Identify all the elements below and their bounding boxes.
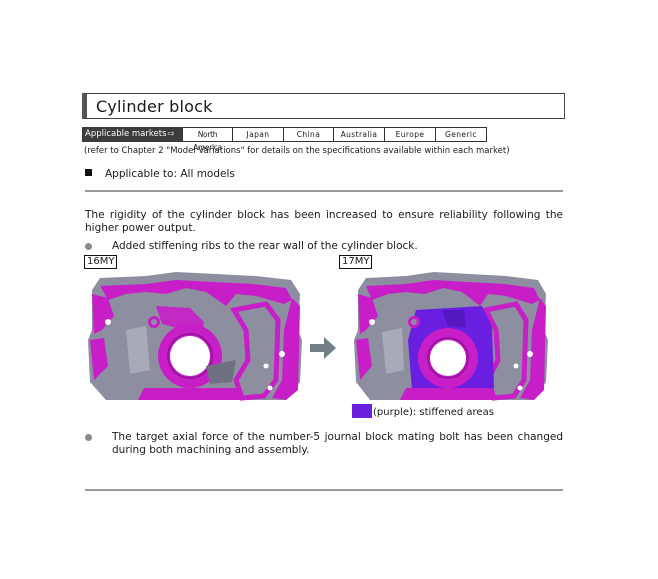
cylinder-block-16my-image	[86, 270, 304, 404]
intro-paragraph: The rigidity of the cylinder block has b…	[85, 209, 563, 234]
divider-top	[85, 190, 563, 192]
cylinder-block-17my-image	[352, 270, 550, 404]
arrow-right-icon	[310, 337, 336, 359]
bullet-item-ribs: Added stiffening ribs to the rear wall o…	[85, 240, 563, 253]
bullet-item-axial-force: The target axial force of the number-5 j…	[85, 431, 563, 459]
bullet-text: The target axial force of the number-5 j…	[112, 431, 563, 456]
bullet-dot-icon	[85, 243, 92, 250]
applicable-markets-bar: Applicable markets⇨ North America Japan …	[82, 127, 487, 152]
figure-caption: (purple): stiffened areas	[352, 404, 494, 418]
applicable-models: Applicable to: All models	[85, 168, 235, 180]
caption-text: (purple): stiffened areas	[373, 407, 494, 418]
markets-lead-label: Applicable markets⇨	[82, 127, 182, 142]
page-title: Cylinder block	[96, 97, 213, 116]
market-generic: Generic	[436, 127, 487, 142]
label-16my: 16MY	[84, 255, 118, 269]
market-australia: Australia	[334, 127, 385, 142]
arrow-right-icon: ⇨	[167, 129, 175, 139]
label-17my: 17MY	[339, 255, 373, 269]
square-bullet-icon	[85, 169, 92, 176]
markets-lead-text: Applicable markets	[85, 129, 167, 139]
market-north-america: North America	[182, 127, 233, 152]
market-europe: Europe	[385, 127, 436, 142]
purple-swatch	[352, 404, 372, 418]
bullet-text: Added stiffening ribs to the rear wall o…	[112, 240, 418, 252]
section-title-box: Cylinder block	[82, 93, 565, 119]
applicable-models-text: Applicable to: All models	[105, 168, 235, 180]
divider-bottom	[85, 489, 563, 491]
market-japan: Japan	[233, 127, 284, 142]
market-china: China	[284, 127, 334, 142]
bullet-dot-icon	[85, 434, 92, 441]
markets-note: (refer to Chapter 2 "Model Variations" f…	[84, 146, 510, 156]
